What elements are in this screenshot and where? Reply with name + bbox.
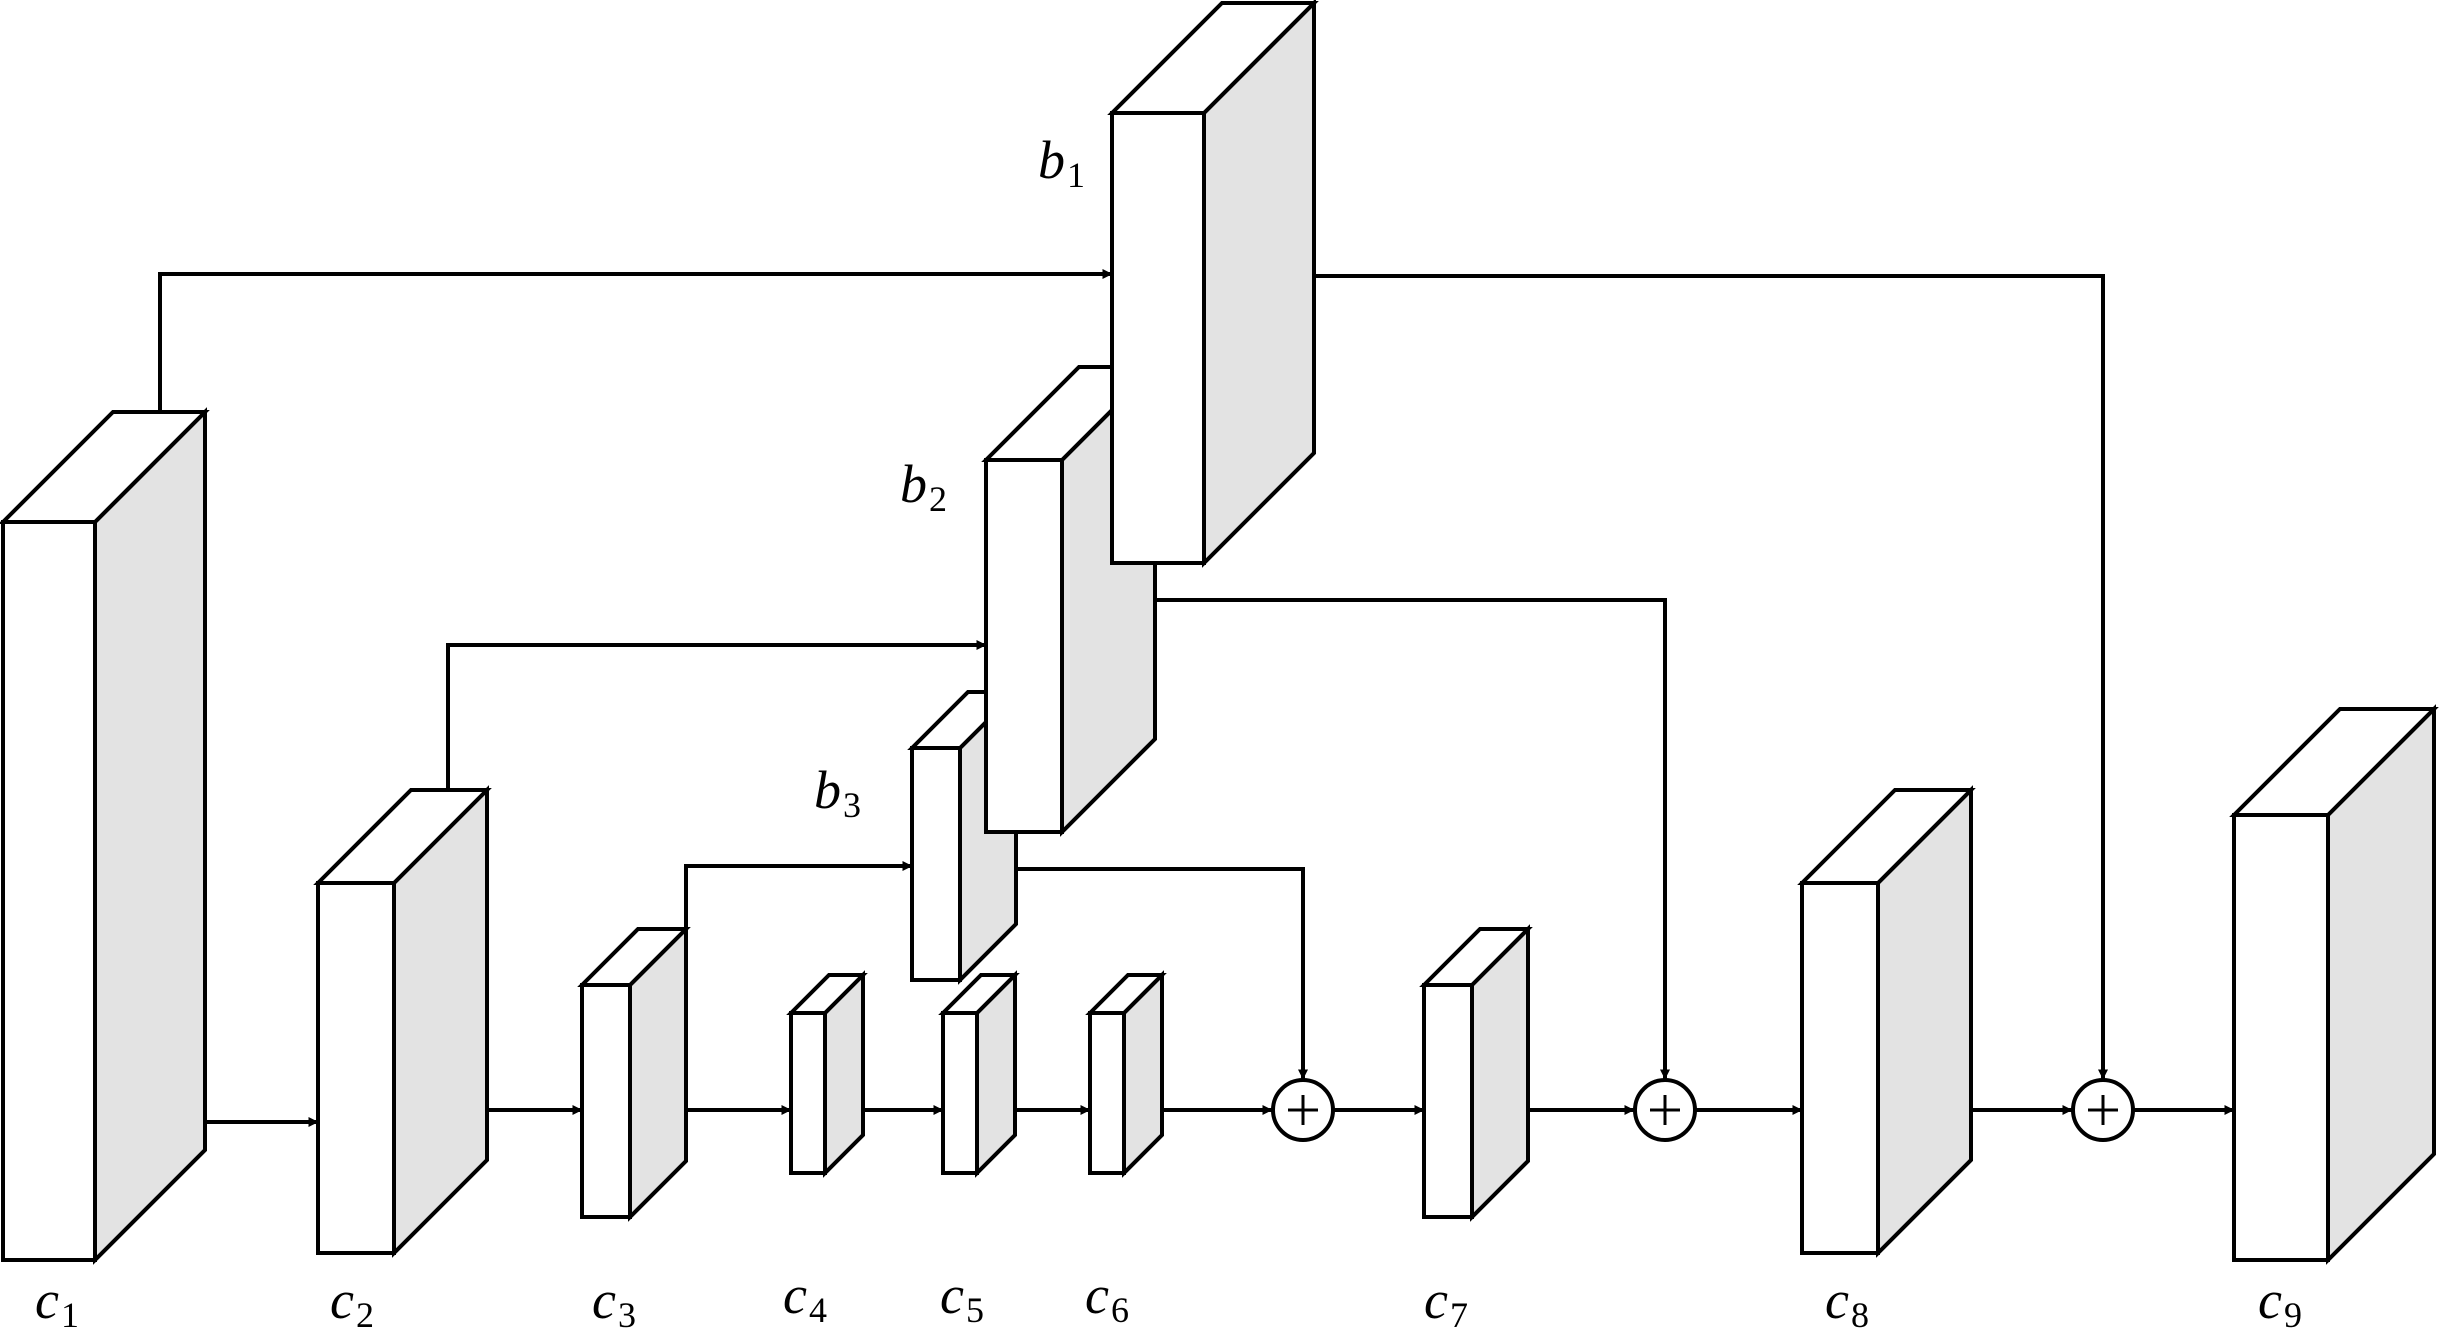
label-c7: c7: [1424, 1270, 1468, 1335]
label-c4-subscript: 4: [809, 1290, 827, 1330]
block-c7: [1419, 924, 1533, 1222]
label-c7-subscript: 7: [1450, 1295, 1468, 1335]
block-c7-front: [1422, 983, 1474, 1219]
label-c4: c4: [783, 1265, 827, 1330]
arrow-c2-to-b2: [446, 640, 987, 790]
label-c4-letter: c: [783, 1265, 807, 1325]
block-c8-front: [1800, 881, 1880, 1255]
label-c8-subscript: 8: [1851, 1295, 1869, 1335]
sum-node-2: [1633, 1078, 1697, 1142]
label-c5-letter: c: [940, 1265, 964, 1325]
blocks: [0, 0, 2439, 1265]
block-c5: [938, 970, 1020, 1178]
block-c6: [1085, 970, 1167, 1178]
label-b1-letter: b: [1038, 130, 1065, 190]
label-c1-subscript: 1: [61, 1295, 79, 1335]
arrow-c1-to-b1: [158, 269, 1113, 700]
label-b2-subscript: 2: [929, 479, 947, 519]
block-b2-front: [984, 458, 1064, 834]
arrow-c3-to-b3: [684, 861, 913, 929]
block-c1-side: [93, 407, 207, 1265]
arrow-b3-to-sum1: [1016, 867, 1308, 1080]
label-b1: b1: [1038, 130, 1085, 195]
block-c4-front: [789, 1011, 827, 1175]
arrow-b2-to-sum2: [1155, 598, 1670, 1080]
block-c4: [786, 970, 868, 1178]
label-c7-letter: c: [1424, 1270, 1448, 1330]
label-c3: c3: [592, 1270, 636, 1335]
label-c5: c5: [940, 1265, 984, 1330]
block-c3-front: [580, 983, 632, 1219]
label-c1-letter: c: [35, 1270, 59, 1330]
label-c6: c6: [1085, 1265, 1129, 1330]
block-c9-front: [2232, 813, 2330, 1262]
label-c2-subscript: 2: [356, 1295, 374, 1335]
block-c2: [313, 785, 492, 1258]
block-c9: [2229, 704, 2439, 1265]
label-c2: c2: [330, 1270, 374, 1335]
block-c5-front: [941, 1011, 979, 1175]
sum-node-1: [1271, 1078, 1335, 1142]
block-b1: [1107, 0, 1319, 568]
arrow-b1-to-sum3: [1314, 274, 2108, 1080]
label-c5-subscript: 5: [966, 1290, 984, 1330]
label-b2-letter: b: [900, 454, 927, 514]
block-c2-front: [316, 881, 396, 1255]
label-c9-subscript: 9: [2284, 1295, 2302, 1335]
sum-node-3: [2071, 1078, 2135, 1142]
block-b3-front: [910, 746, 962, 982]
label-b3-subscript: 3: [843, 785, 861, 825]
label-b3-letter: b: [814, 760, 841, 820]
sum-nodes: [1271, 1078, 2135, 1142]
label-c3-subscript: 3: [618, 1295, 636, 1335]
block-b1-front: [1110, 111, 1206, 565]
block-c8: [1797, 785, 1976, 1258]
label-c8-letter: c: [1825, 1270, 1849, 1330]
label-c1: c1: [35, 1270, 79, 1335]
label-c8: c8: [1825, 1270, 1869, 1335]
label-b2: b2: [900, 454, 947, 519]
label-b1-subscript: 1: [1067, 155, 1085, 195]
label-c2-letter: c: [330, 1270, 354, 1330]
block-c1-front: [1, 520, 97, 1262]
label-c6-subscript: 6: [1111, 1290, 1129, 1330]
block-c1: [0, 407, 210, 1265]
block-c3: [577, 924, 691, 1222]
block-c6-front: [1088, 1011, 1126, 1175]
label-c9-letter: c: [2258, 1270, 2282, 1330]
label-c9: c9: [2258, 1270, 2302, 1335]
label-c6-letter: c: [1085, 1265, 1109, 1325]
label-c3-letter: c: [592, 1270, 616, 1330]
label-b3: b3: [814, 760, 861, 825]
